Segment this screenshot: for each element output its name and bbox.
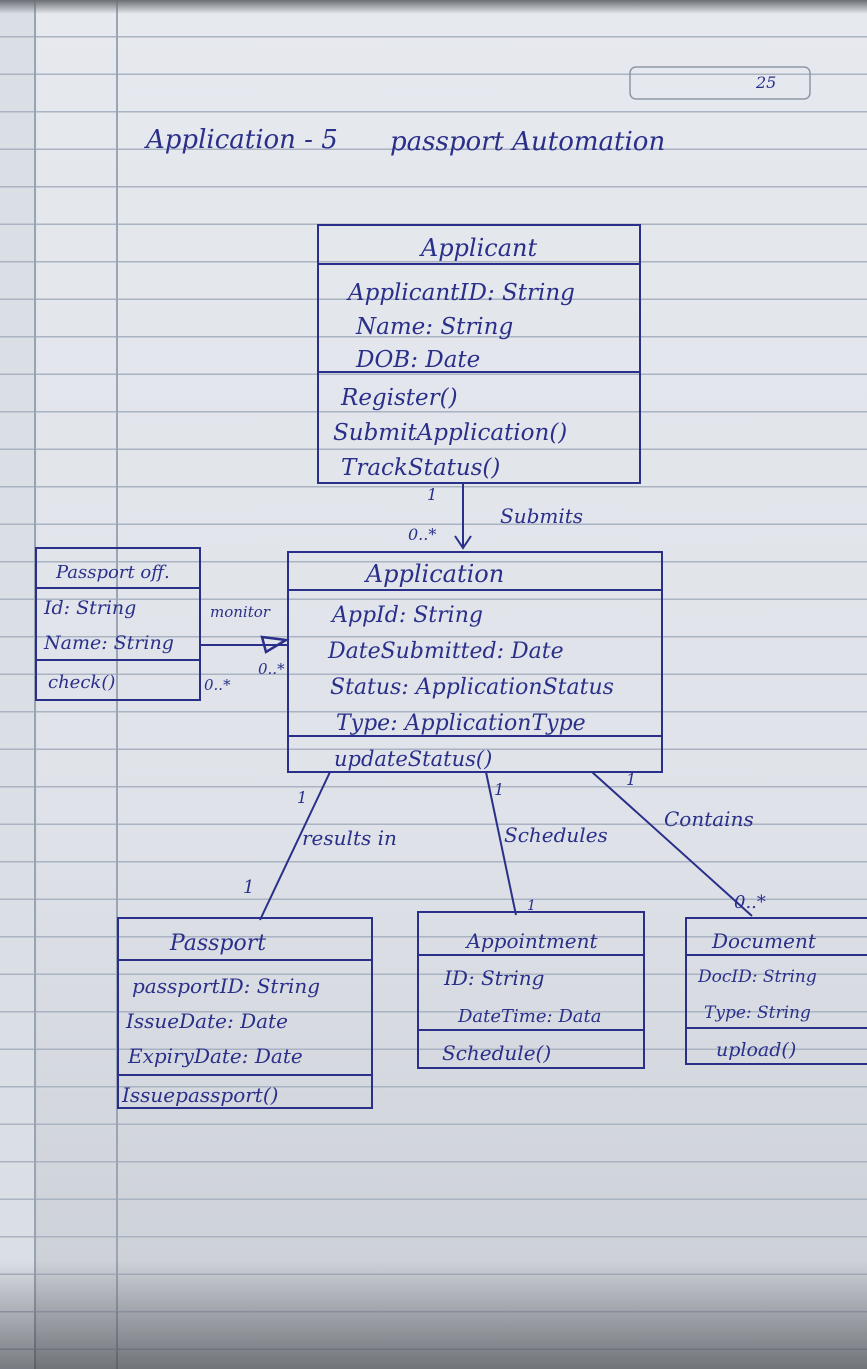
- page-heading-left: Application - 5: [144, 125, 338, 155]
- class-attribute: Type: String: [704, 1003, 811, 1023]
- class-attribute: AppId: String: [330, 603, 483, 628]
- multiplicity: 1: [527, 898, 536, 914]
- class-name: Passport: [169, 931, 266, 956]
- relationship-label: Submits: [500, 504, 583, 528]
- relationship-contains: Contains 1 0..*: [591, 770, 766, 917]
- class-passport-officer: Passport off. Id: String Name: String ch…: [35, 547, 201, 701]
- relationship-results-in: results in 1 1: [243, 771, 397, 921]
- page-number: 25: [755, 73, 776, 92]
- relationship-schedules: Schedules 1 1: [485, 771, 608, 916]
- relationship-label: monitor: [210, 603, 271, 621]
- multiplicity: 0..*: [204, 676, 231, 694]
- multiplicity: 1: [427, 485, 437, 504]
- class-applicant: Applicant ApplicantID: String Name: Stri…: [317, 224, 641, 484]
- class-attribute: DateSubmitted: Date: [327, 639, 564, 664]
- class-attribute: ExpiryDate: Date: [127, 1044, 303, 1068]
- class-appointment: Appointment ID: String DateTime: Data Sc…: [417, 911, 645, 1069]
- class-attribute: Name: String: [43, 632, 174, 654]
- class-attribute: Type: ApplicationType: [336, 711, 586, 736]
- class-attribute: DocID: String: [697, 967, 817, 987]
- class-attribute: DateTime: Data: [457, 1006, 601, 1027]
- relationship-label: results in: [302, 826, 397, 850]
- multiplicity: 1: [494, 780, 504, 799]
- relationship-submits: Submits 1 0..*: [408, 483, 583, 550]
- class-name: Application: [364, 560, 504, 588]
- class-attribute: passportID: String: [132, 974, 320, 998]
- page-heading-right: passport Automation: [390, 127, 665, 157]
- class-document: Document DocID: String Type: String uplo…: [685, 917, 867, 1065]
- class-method: SubmitApplication(): [333, 420, 567, 446]
- relationship-monitor: monitor 0..* 0..*: [200, 603, 290, 694]
- class-name: Passport off.: [55, 562, 170, 583]
- top-shadow: [0, 0, 867, 14]
- class-attribute: ApplicantID: String: [346, 280, 575, 306]
- relationship-label: Schedules: [504, 823, 608, 847]
- class-application: Application AppId: String DateSubmitted:…: [287, 551, 663, 773]
- class-method: TrackStatus(): [341, 455, 500, 481]
- page-number-box: 25: [629, 66, 811, 100]
- margin-line: [116, 0, 118, 1369]
- class-passport: Passport passportID: String IssueDate: D…: [117, 917, 373, 1109]
- multiplicity: 0..*: [258, 660, 285, 678]
- class-attribute: ID: String: [443, 966, 544, 990]
- multiplicity: 1: [297, 788, 307, 807]
- class-method: updateStatus(): [334, 747, 492, 771]
- class-attribute: IssueDate: Date: [125, 1009, 288, 1033]
- class-attribute: Name: String: [355, 314, 513, 340]
- bottom-shadow: [0, 1260, 867, 1369]
- class-method: check(): [48, 672, 115, 693]
- class-name: Appointment: [464, 929, 598, 953]
- multiplicity: 0..*: [408, 525, 436, 544]
- class-name: Document: [711, 929, 817, 953]
- class-attribute: DOB: Date: [355, 347, 480, 373]
- multiplicity: 1: [243, 877, 254, 898]
- class-method: upload(): [716, 1039, 796, 1061]
- class-attribute: Status: ApplicationStatus: [330, 675, 614, 700]
- class-attribute: Id: String: [43, 597, 136, 619]
- multiplicity: 1: [626, 770, 636, 789]
- class-method: Register(): [340, 385, 458, 411]
- class-method: Schedule(): [442, 1041, 551, 1065]
- relationship-label: Contains: [664, 807, 754, 831]
- multiplicity: 0..*: [734, 892, 766, 913]
- class-name: Applicant: [419, 234, 538, 262]
- class-method: Issuepassport(): [121, 1083, 278, 1107]
